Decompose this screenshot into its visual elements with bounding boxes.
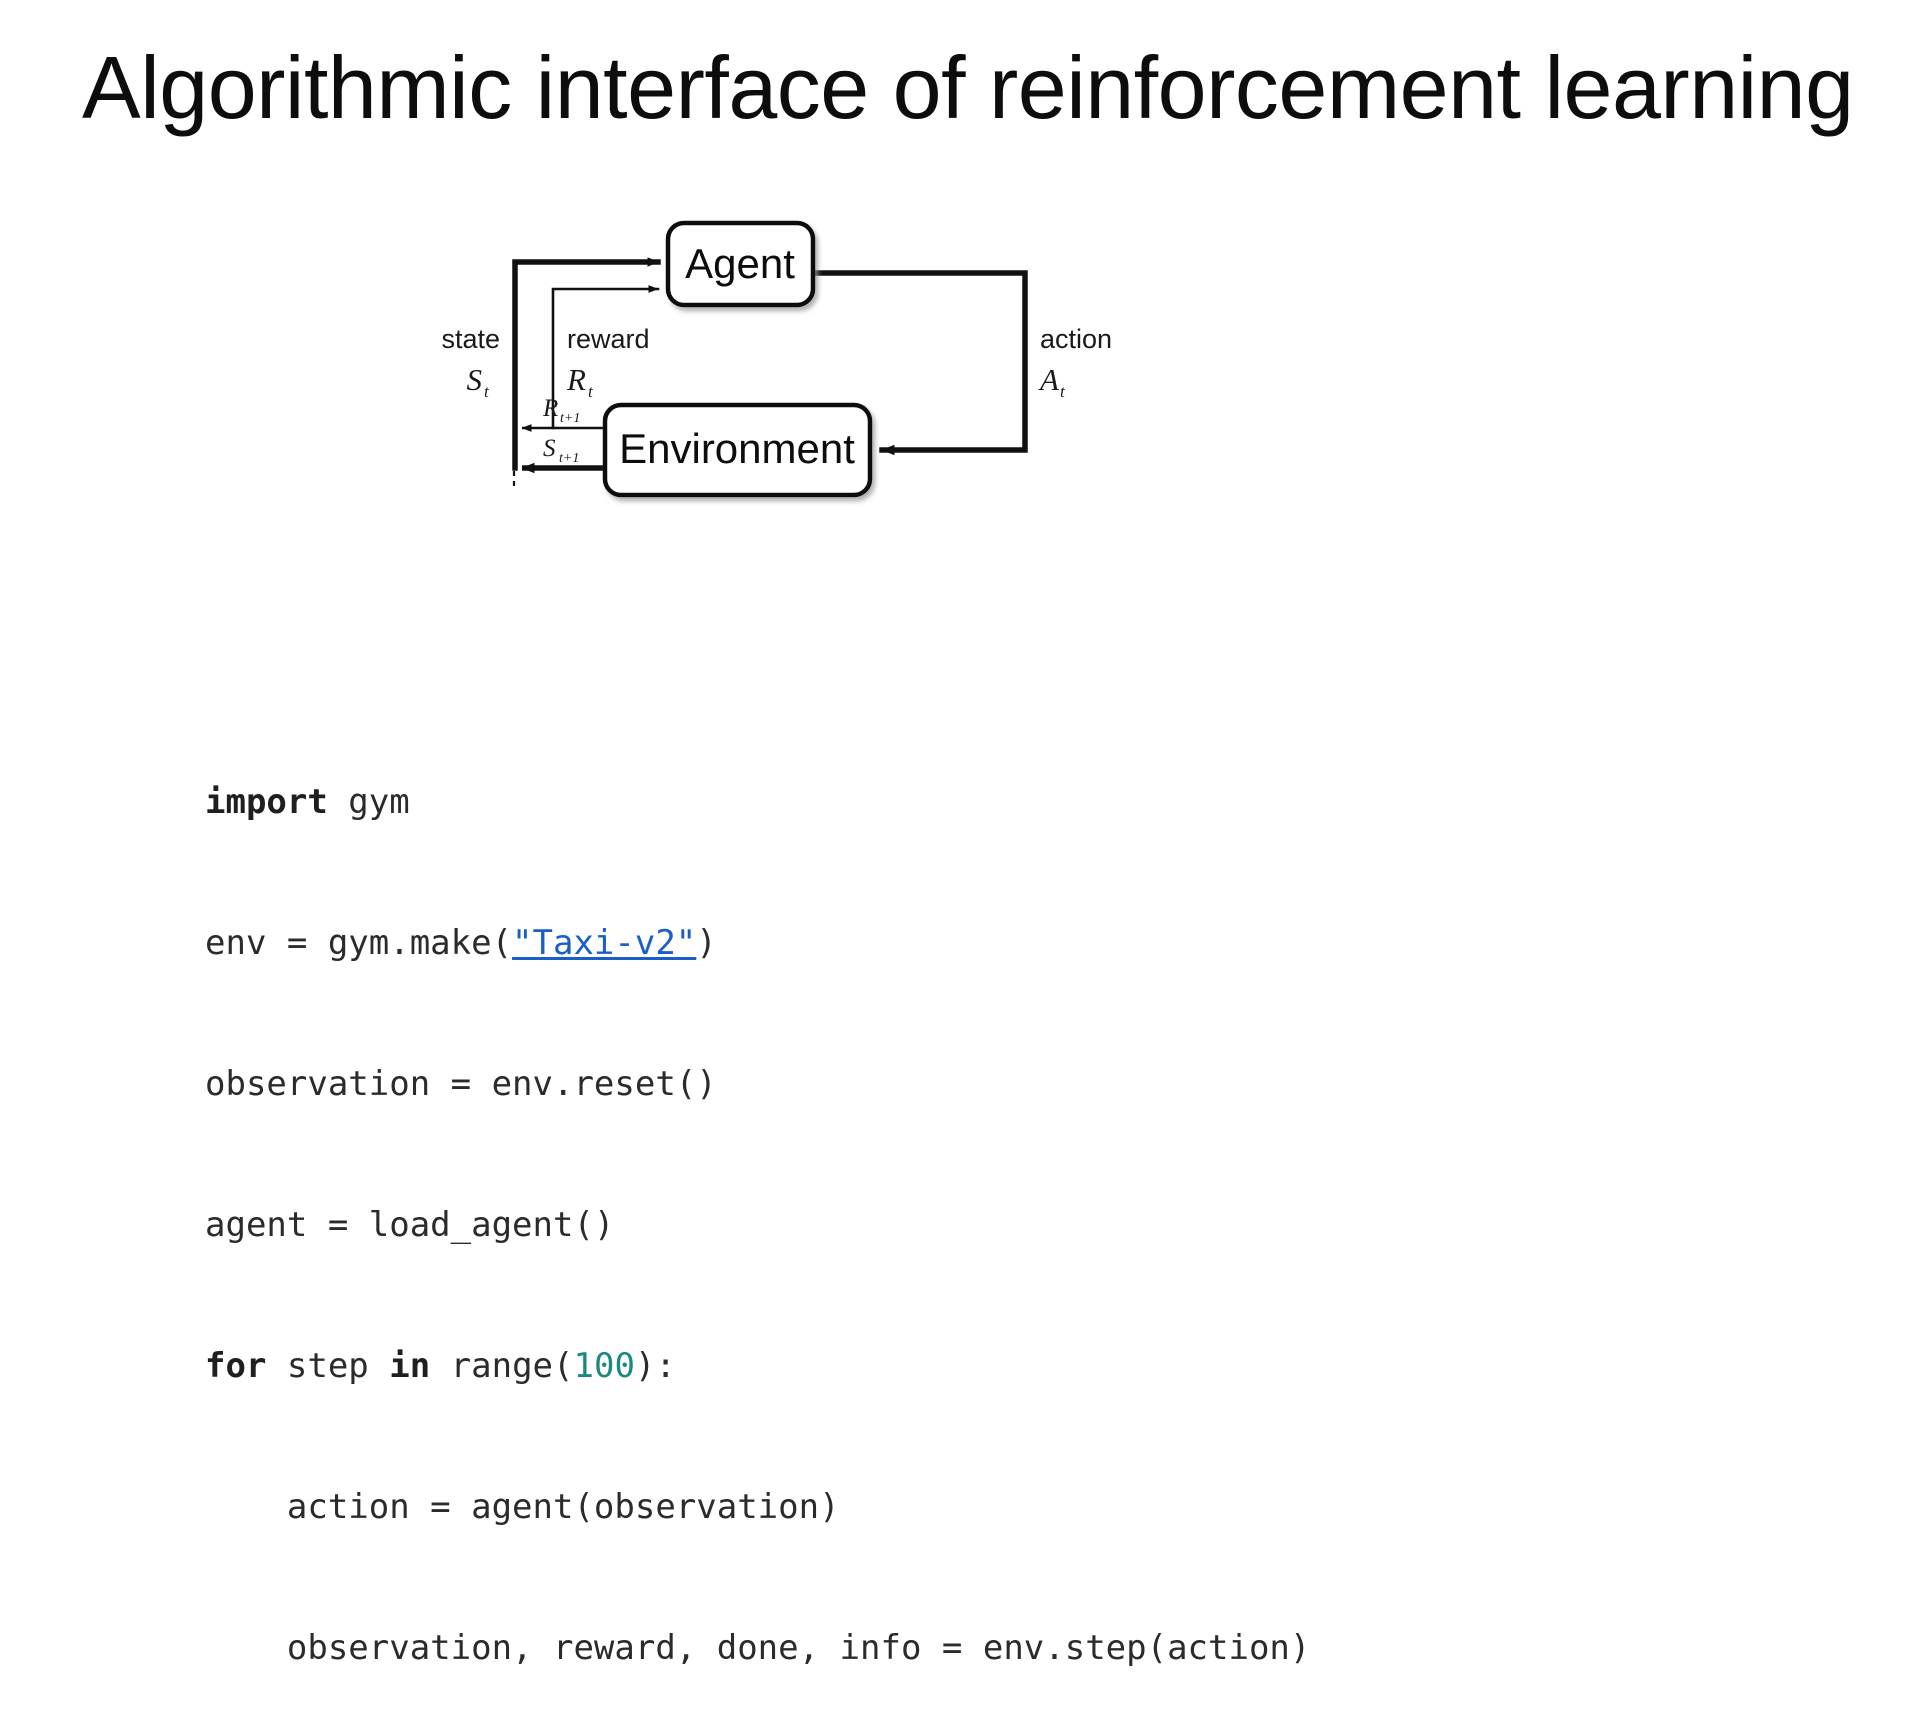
code-number: 100 (573, 1346, 635, 1386)
reward-word: reward (567, 324, 650, 354)
reward-symbol: R (566, 362, 586, 397)
environment-node: Environment (602, 402, 873, 498)
state-symbol: S (467, 362, 483, 397)
state-word: state (441, 324, 500, 354)
action-subscript: t (1060, 382, 1066, 401)
page-title: Algorithmic interface of reinforcement l… (82, 38, 1854, 137)
edge-reward-to-agent (551, 285, 660, 430)
action-symbol: A (1038, 362, 1060, 397)
code-keyword: import (205, 782, 328, 822)
label-next-state: S t+1 (543, 435, 579, 466)
next-reward-symbol: R (542, 395, 558, 422)
code-line: action = agent(observation) (205, 1487, 840, 1527)
code-block: import gym env = gym.make("Taxi-v2") obs… (205, 685, 1310, 1719)
label-state: state S t (441, 324, 500, 401)
environment-node-label: Environment (619, 425, 855, 472)
code-line: for step in range(100): (205, 1346, 676, 1386)
label-action: action A t (1038, 324, 1112, 401)
code-line: observation, reward, done, info = env.st… (205, 1628, 1311, 1668)
reward-subscript: t (588, 382, 594, 401)
code-line: agent = load_agent() (205, 1205, 615, 1245)
code-line: observation = env.reset() (205, 1064, 717, 1104)
label-next-reward: R t+1 (542, 395, 580, 426)
next-state-symbol: S (543, 435, 556, 462)
label-reward: reward R t (566, 324, 650, 401)
code-line: import gym (205, 782, 410, 822)
agent-node: Agent (665, 220, 816, 308)
state-subscript: t (484, 382, 490, 401)
edge-state-to-agent (512, 257, 661, 471)
code-link[interactable]: "Taxi-v2" (512, 923, 697, 963)
code-keyword: in (389, 1346, 431, 1386)
next-state-subscript: t+1 (559, 451, 579, 466)
code-keyword: for (205, 1346, 267, 1386)
agent-node-label: Agent (685, 240, 795, 287)
edge-action-to-environment (809, 270, 1028, 456)
action-word: action (1040, 324, 1112, 354)
rl-interaction-diagram: Agent Environment state S t reward R t a… (400, 205, 1180, 535)
code-line: env = gym.make("Taxi-v2") (205, 923, 717, 963)
next-reward-subscript: t+1 (560, 411, 580, 426)
